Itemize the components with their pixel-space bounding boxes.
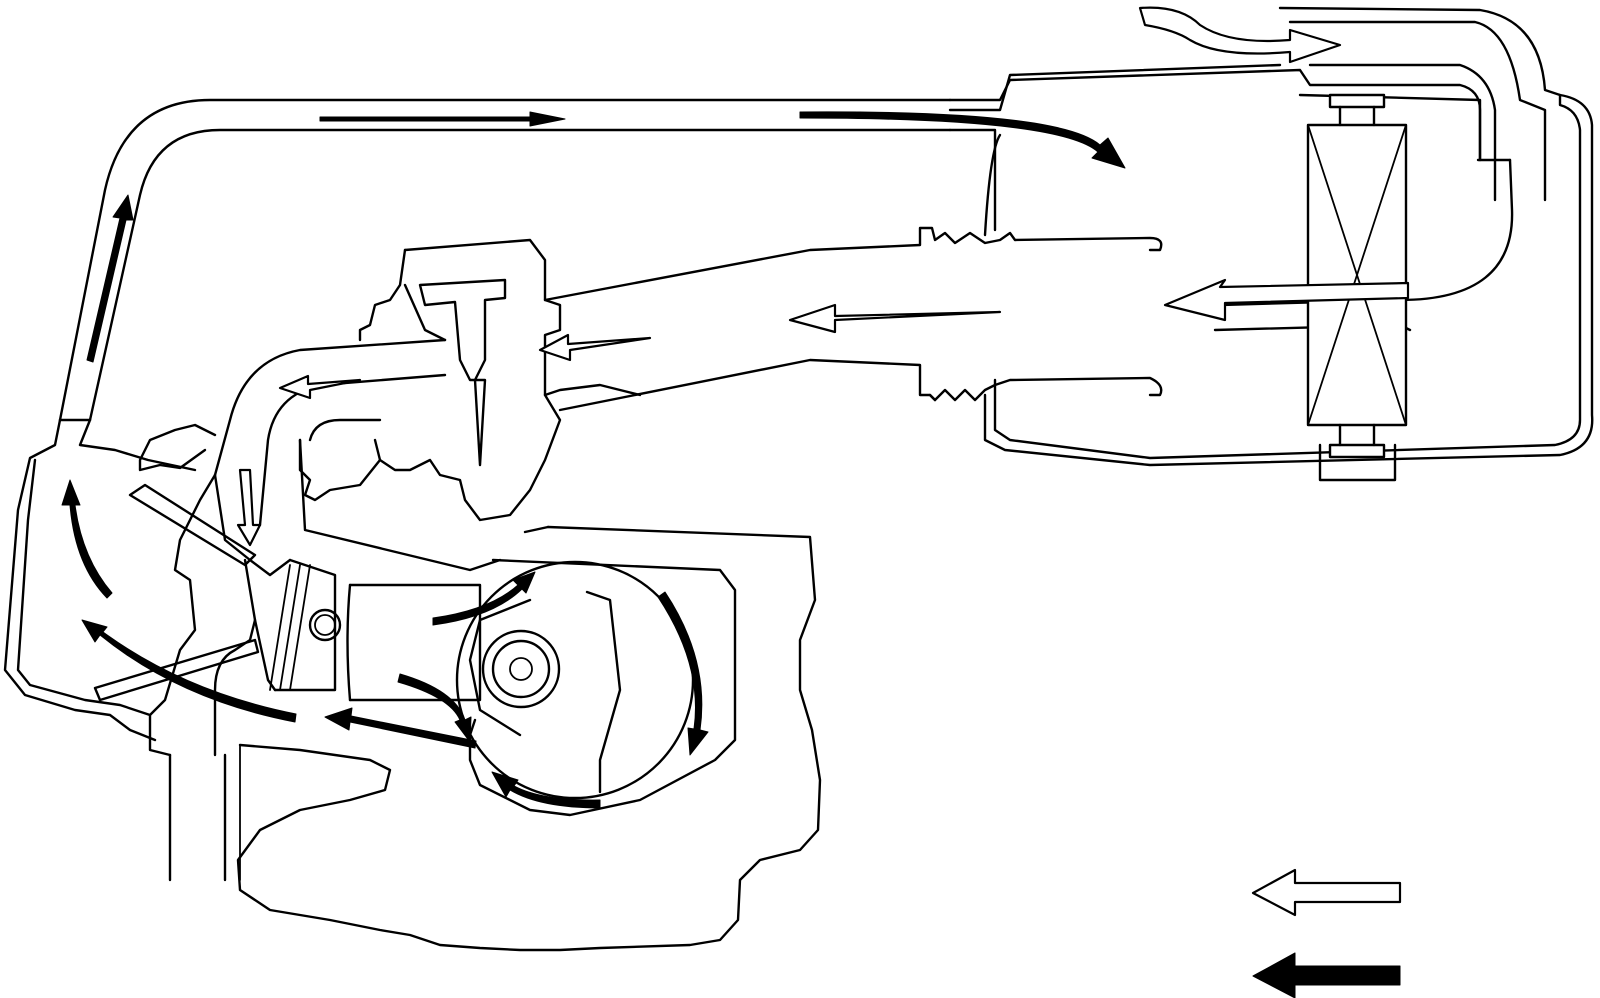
hollow-arrow-icon xyxy=(278,374,362,400)
solid-arrow-icon xyxy=(319,111,566,127)
solid-arrow-icon xyxy=(657,591,709,756)
throttle-body xyxy=(298,238,642,522)
solid-arrow-icon xyxy=(324,707,477,749)
cylinder-head xyxy=(93,423,292,882)
breather-hose xyxy=(3,98,952,742)
solid-arrow-icon xyxy=(432,571,536,626)
breather-flow-arrows xyxy=(61,111,1126,809)
hollow-arrow-icon xyxy=(1138,6,1342,64)
engine-casing xyxy=(236,525,822,952)
intake-manifold xyxy=(213,338,502,572)
intake-duct xyxy=(543,226,1163,412)
piston xyxy=(269,558,482,702)
hollow-arrow-icon xyxy=(538,333,652,362)
legend xyxy=(1251,868,1402,998)
fresh-air-arrows xyxy=(236,6,1410,547)
hollow-arrow-icon xyxy=(236,468,262,547)
solid-arrow-left-icon xyxy=(1252,952,1401,998)
solid-arrow-icon xyxy=(86,194,134,363)
air-filter-element xyxy=(1306,93,1408,482)
solid-arrow-icon xyxy=(397,673,472,743)
crankshaft xyxy=(481,629,561,709)
solid-arrow-icon xyxy=(491,771,601,809)
fuel-injector xyxy=(418,278,507,467)
hollow-arrow-left-icon xyxy=(1251,868,1402,917)
solid-arrow-icon xyxy=(61,479,113,599)
solid-arrow-icon xyxy=(81,619,297,723)
air-filter-box xyxy=(948,6,1594,467)
hollow-arrow-icon xyxy=(1163,278,1410,322)
crankcase xyxy=(455,558,737,817)
hollow-arrow-icon xyxy=(788,303,1002,334)
solid-arrow-icon xyxy=(799,111,1126,169)
